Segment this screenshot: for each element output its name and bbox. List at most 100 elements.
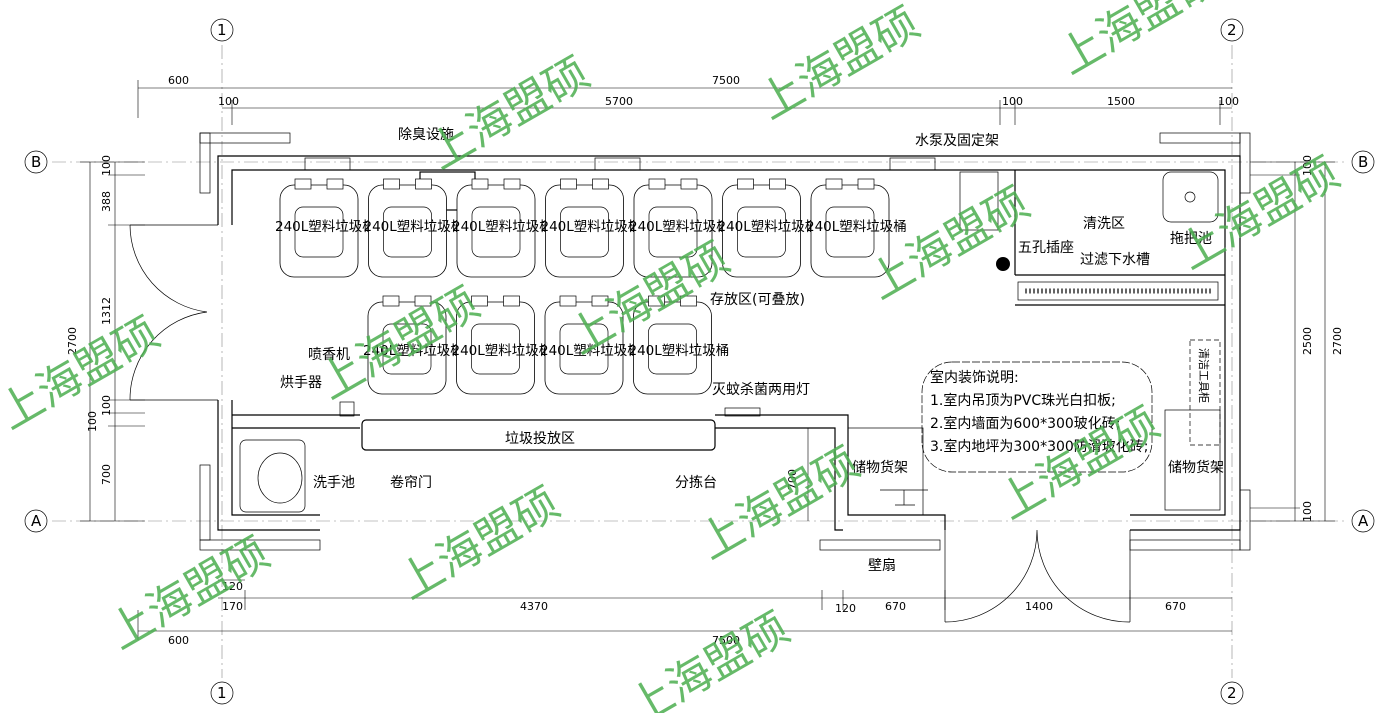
dimension-lines (80, 80, 1335, 640)
label-drain: 过滤下水槽 (1080, 252, 1150, 268)
watermark: 上海盟硕 (750, 0, 928, 130)
label-storage-area: 存放区(可叠放) (710, 292, 805, 308)
label-shelf: 储物货架 (852, 459, 908, 476)
grid-label-a: A (1358, 512, 1369, 530)
label-pump: 水泵及固定架 (915, 133, 999, 149)
mop-sink-drain (1184, 191, 1196, 203)
dim-top-600: 600 (168, 74, 189, 87)
dim-top-7500: 7500 (712, 74, 740, 87)
dim-right-2500: 2500 (1301, 327, 1314, 355)
label-fragrance: 喷香机 (308, 347, 350, 363)
trash-bin: 240L塑料垃圾桶 (363, 295, 464, 395)
dim-bottom-4370: 4370 (520, 600, 548, 613)
label-shutter: 卷帘门 (390, 475, 432, 491)
double-door-bottom (944, 529, 1131, 623)
label-wash-area: 清洗区 (1083, 216, 1125, 232)
storage-shelves (847, 339, 1221, 516)
trash-bin: 240L塑料垃圾桶 (452, 295, 553, 395)
trash-bin: 240L塑料垃圾桶 (540, 295, 641, 395)
dim-top-100: 100 (218, 95, 239, 108)
bin-label: 240L塑料垃圾桶 (452, 343, 553, 359)
dim-right-2700: 2700 (1331, 327, 1344, 355)
bin-label: 240L塑料垃圾桶 (275, 219, 376, 235)
dim-left-388: 388 (100, 191, 113, 212)
hand-sink-basin (257, 452, 303, 504)
label-drop-area: 垃圾投放区 (505, 431, 575, 447)
watermark: 上海盟硕 (0, 307, 168, 439)
trash-bin: 240L塑料垃圾桶 (275, 178, 376, 278)
notes-item: 1.室内吊顶为PVC珠光白扣板; (930, 392, 1116, 409)
dim-bottom-120b: 120 (835, 602, 856, 615)
label-wall-fan: 壁扇 (868, 558, 896, 574)
label-deodorizer: 除臭设施 (398, 127, 454, 143)
dim-top-100c: 100 (1218, 95, 1239, 108)
watermark: 上海盟硕 (1050, 0, 1228, 85)
sorting-table (361, 419, 716, 451)
dim-left-100c: 100 (86, 411, 99, 432)
dim-top-1500: 1500 (1107, 95, 1135, 108)
grid-label-2: 2 (1227, 684, 1237, 702)
dim-bottom-670b: 670 (1165, 600, 1186, 613)
notes-item: 2.室内墙面为600*300玻化砖; (930, 415, 1121, 432)
trash-bin: 240L塑料垃圾桶 (806, 178, 907, 278)
trash-bin: 240L塑料垃圾桶 (541, 178, 642, 278)
grid-label-1: 1 (217, 21, 227, 39)
bin-label: 240L塑料垃圾桶 (363, 343, 464, 359)
trash-bin: 240L塑料垃圾桶 (629, 295, 730, 395)
dim-bottom-7500: 7500 (712, 634, 740, 647)
label-mop-sink: 拖把池 (1170, 231, 1212, 247)
bin-label: 240L塑料垃圾桶 (541, 219, 642, 235)
notes-title: 室内装饰说明: (930, 369, 1019, 386)
double-door-left (129, 224, 218, 401)
trash-bin: 240L塑料垃圾桶 (364, 178, 465, 278)
grid-lines (52, 45, 1345, 678)
dim-left-100b: 100 (100, 395, 113, 416)
label-sorting-table: 分拣台 (675, 475, 717, 491)
label-shelf: 储物货架 (1168, 459, 1224, 476)
grid-bubbles (24, 18, 1375, 705)
label-cabinet: 清洁工具柜 (1197, 348, 1210, 403)
label-hand-dryer: 烘手器 (280, 375, 322, 391)
bin-label: 240L塑料垃圾桶 (718, 219, 819, 235)
dim-top-5700: 5700 (605, 95, 633, 108)
notes-cloud (921, 361, 1153, 473)
dim-bottom-120: 120 (222, 580, 243, 593)
watermark: 上海盟硕 (620, 602, 798, 713)
dim-inner-700: 700 (786, 469, 799, 490)
bin-label: 240L塑料垃圾桶 (629, 219, 730, 235)
dim-bottom-600: 600 (168, 634, 189, 647)
dim-right-100b: 100 (1301, 501, 1314, 522)
bin-label: 240L塑料垃圾桶 (629, 343, 730, 359)
mop-sink (1162, 171, 1219, 223)
bins-layer: 240L塑料垃圾桶240L塑料垃圾桶240L塑料垃圾桶240L塑料垃圾桶240L… (275, 178, 907, 395)
ceiling-fixtures (304, 157, 936, 417)
drain-trough (1017, 281, 1219, 301)
watermark: 上海盟硕 (390, 477, 568, 609)
pump-frame (959, 171, 999, 231)
dim-right-100: 100 (1301, 155, 1314, 176)
dim-bottom-670: 670 (885, 600, 906, 613)
bin-label: 240L塑料垃圾桶 (364, 219, 465, 235)
watermark: 上海盟硕 (1170, 147, 1348, 279)
label-hand-sink: 洗手池 (313, 475, 355, 491)
grid-label-b: B (31, 153, 41, 171)
trash-bin: 240L塑料垃圾桶 (629, 178, 730, 278)
dim-left-1312: 1312 (100, 297, 113, 325)
grid-label-b: B (1358, 153, 1368, 171)
hand-sink (239, 439, 306, 513)
dim-bottom-1400: 1400 (1025, 600, 1053, 613)
dim-left-100: 100 (100, 155, 113, 176)
dim-left-2700: 2700 (66, 327, 79, 355)
dim-left-700: 700 (100, 464, 113, 485)
socket-icon (996, 257, 1010, 271)
bin-label: 240L塑料垃圾桶 (806, 219, 907, 235)
label-lamp: 灭蚊杀菌两用灯 (712, 382, 810, 398)
dim-bottom-170: 170 (222, 600, 243, 613)
trash-bin: 240L塑料垃圾桶 (718, 178, 819, 278)
trash-bin: 240L塑料垃圾桶 (452, 178, 553, 278)
watermark: 上海盟硕 (420, 47, 598, 179)
dim-top-100b: 100 (1002, 95, 1023, 108)
grid-label-a: A (31, 512, 42, 530)
notes-item: 3.室内地坪为300*300防滑玻化砖; (930, 438, 1149, 455)
